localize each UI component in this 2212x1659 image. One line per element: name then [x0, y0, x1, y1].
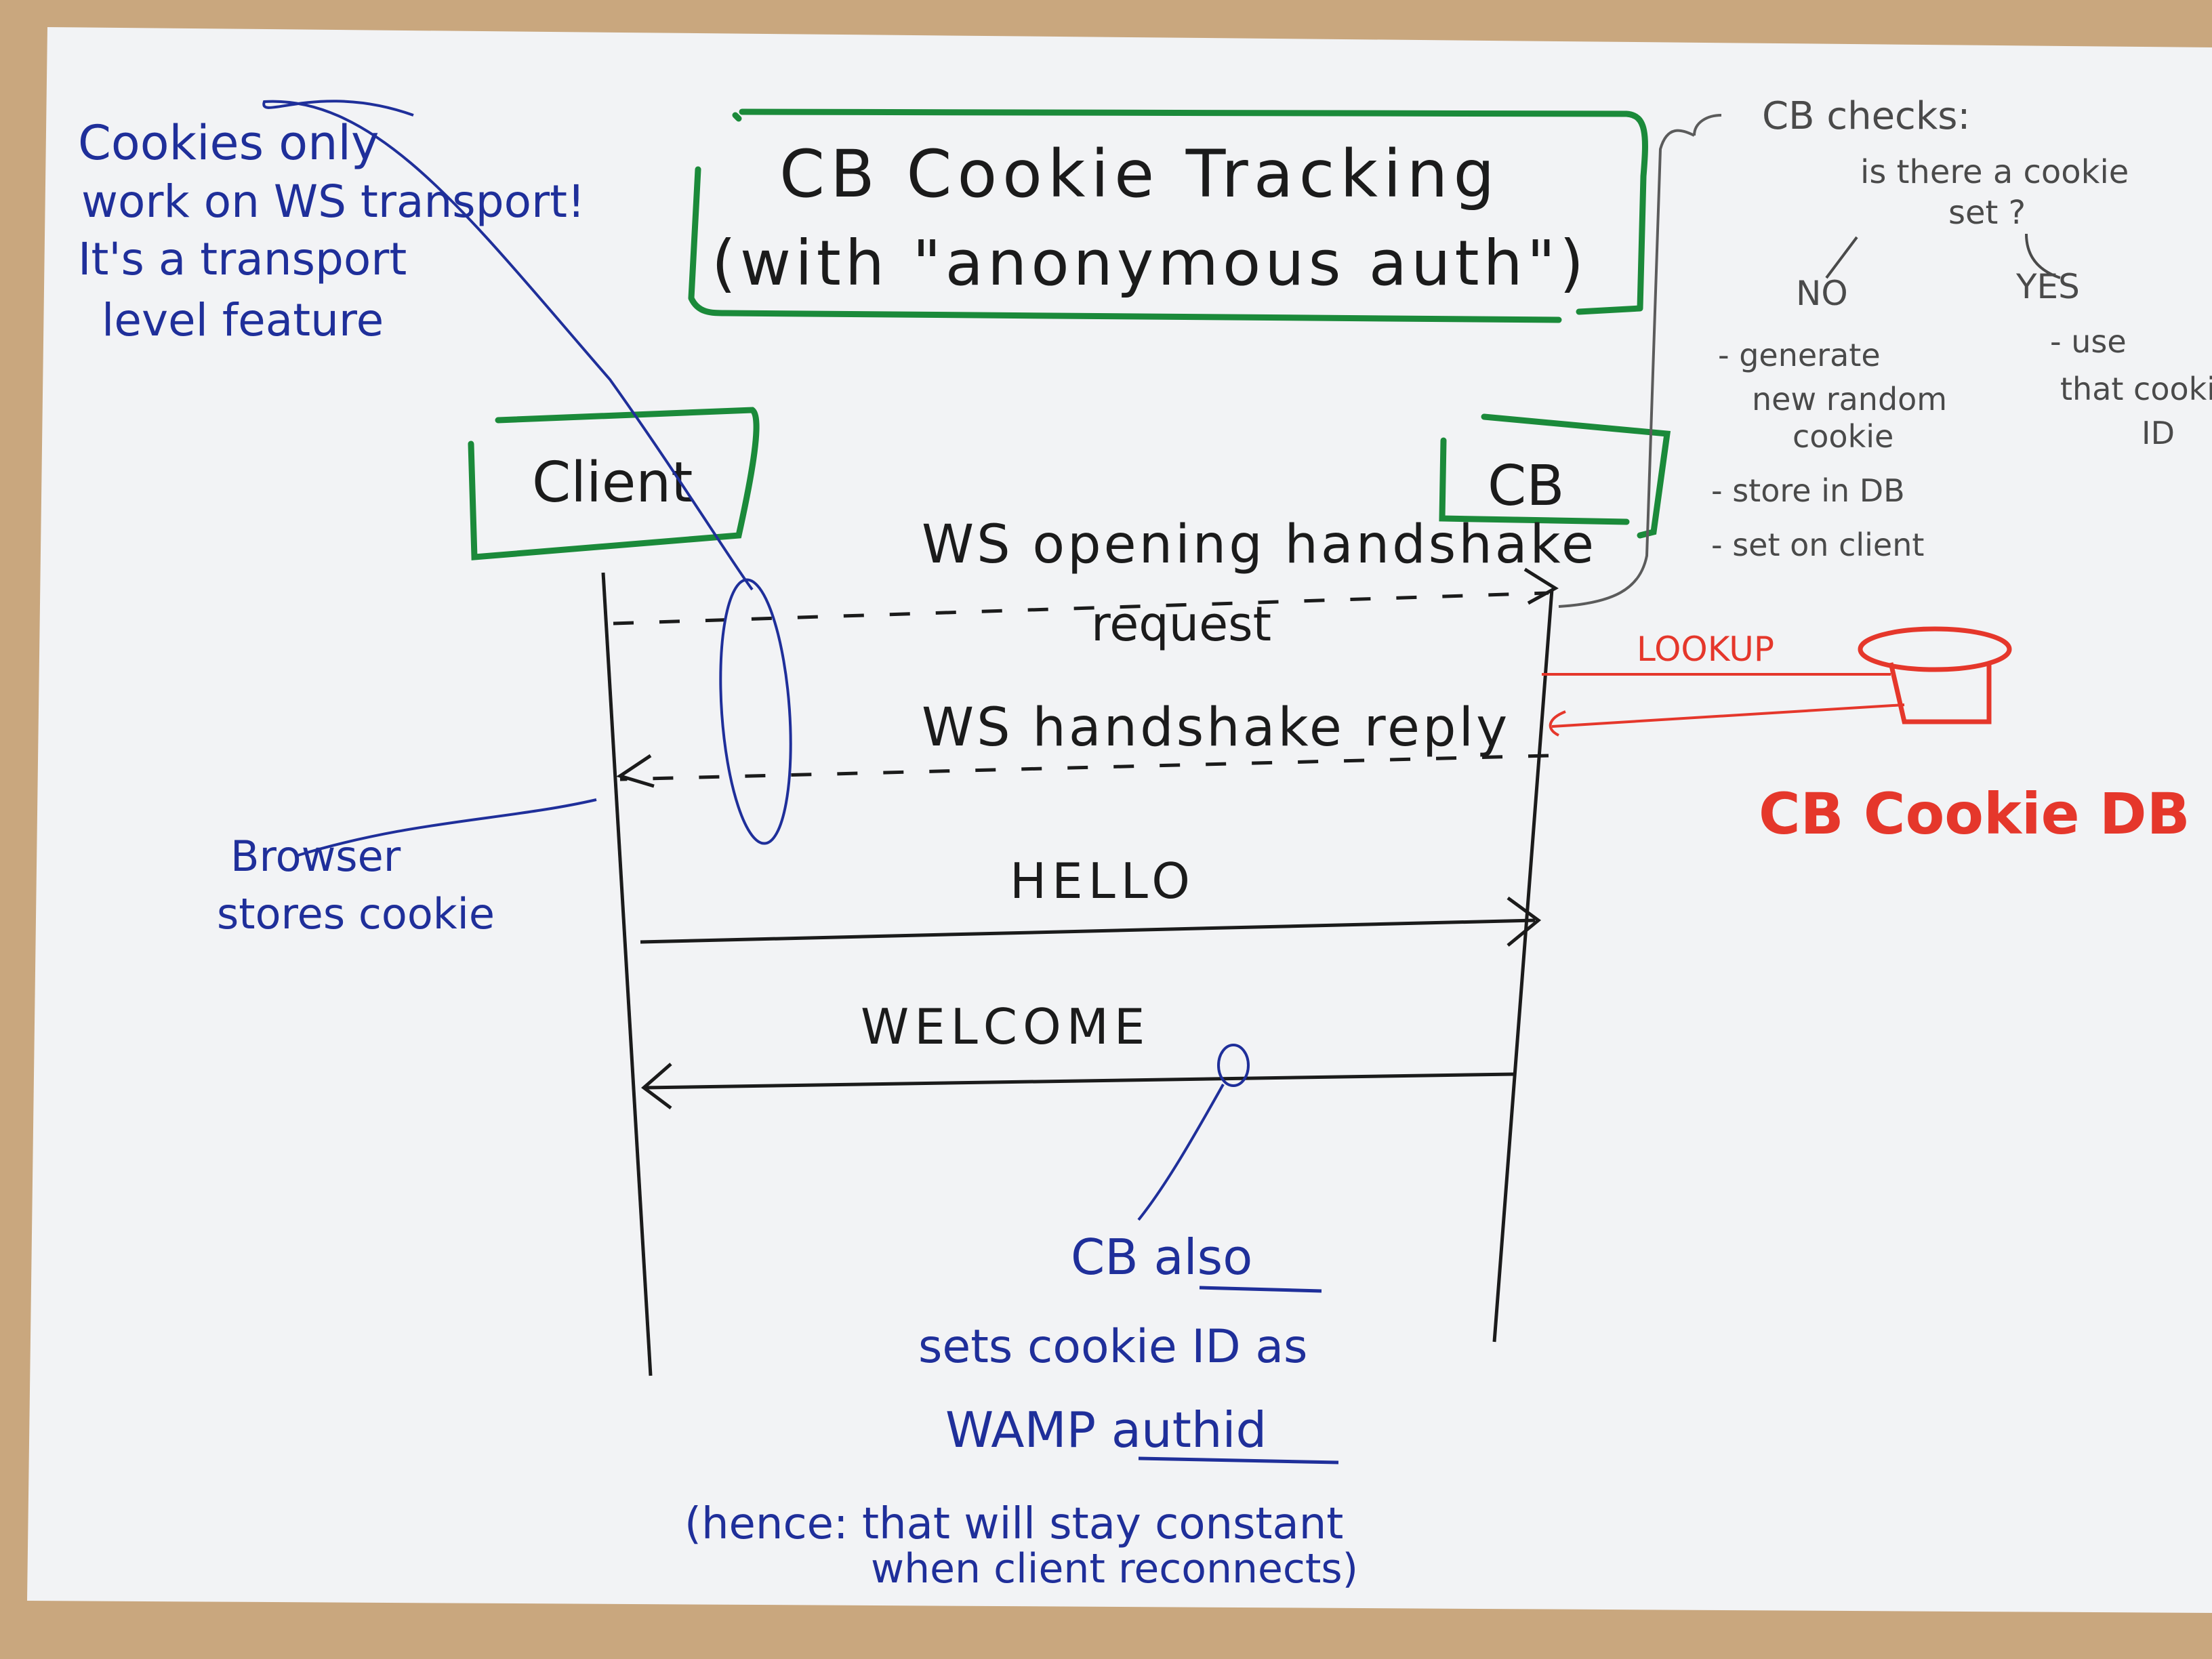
browser-note-pointer [298, 798, 597, 857]
authid-note-line-1: CB also [1071, 1229, 1252, 1286]
browser-note-line-2: stores cookie [217, 889, 495, 939]
ws-request-label-2: request [1091, 596, 1271, 652]
authid-note-anchor [1217, 1044, 1250, 1087]
ws-request-arrowhead [1523, 567, 1559, 605]
cb-checks-no-action-5: - set on client [1711, 527, 1924, 563]
cb-checks-brace [1558, 114, 1722, 608]
lifelines [601, 572, 1554, 1376]
ws-reply-label: WS handshake reply [922, 697, 1510, 758]
title-line-2: (with "anonymous auth") [712, 227, 1588, 300]
authid-note-pointer [1137, 1084, 1225, 1221]
cb-checks-yes-action-1: - use [2050, 323, 2127, 360]
cb-checks-no-action-2: new random [1752, 381, 1947, 417]
lookup-label: LOOKUP [1637, 630, 1774, 669]
cb-checks-yes: YES [2015, 267, 2080, 306]
lookup-arrowhead [1549, 710, 1566, 737]
cb-checks-yes-action-3: ID [2142, 415, 2175, 451]
router-lifeline [1492, 589, 1554, 1343]
router-label: CB [1488, 454, 1565, 518]
welcome-arrowhead [641, 1063, 672, 1109]
welcome-arrow [643, 1072, 1515, 1090]
hello-arrow [640, 918, 1536, 944]
paper-sheet [27, 27, 2212, 1613]
browser-note-line-1: Browser [230, 832, 401, 881]
client-box [468, 407, 760, 560]
ws-reply-arrow [619, 754, 1549, 781]
cb-checks-branch-no [1825, 236, 1858, 279]
hello-arrowhead [1507, 896, 1542, 947]
authid-note-line-3: WAMP authid [945, 1401, 1267, 1458]
cookie-db-cylinder [1858, 626, 2012, 724]
client-label: Client [532, 451, 693, 515]
authid-note-underline-authid [1138, 1456, 1339, 1465]
cb-checks-question-2: set ? [1948, 194, 2026, 232]
title-box [688, 108, 1648, 323]
cookie-db-label: CB Cookie DB [1759, 781, 2190, 847]
ws-request-label-1: WS opening handshake [922, 514, 1597, 575]
title-line-1: CB Cookie Tracking [779, 136, 1500, 212]
authid-note-line-2: sets cookie ID as [918, 1320, 1307, 1374]
cb-checks-no-action-3: cookie [1793, 418, 1893, 455]
transport-note-line-1: Cookies only [78, 115, 379, 171]
cb-checks-yes-action-2: that cookie [2060, 371, 2212, 407]
cb-checks-no-action-1: - generate [1718, 337, 1881, 373]
ws-request-arrow [613, 591, 1549, 626]
cb-checks-no-action-4: - store in DB [1711, 472, 1905, 509]
authid-note-underline-also [1199, 1286, 1322, 1293]
welcome-label: WELCOME [861, 998, 1150, 1055]
cb-checks-branch-yes [2025, 233, 2061, 279]
lookup-line-back [1551, 703, 1905, 728]
cb-checks-no: NO [1796, 274, 1848, 313]
client-lifeline [601, 572, 653, 1376]
transport-note-line-3: It's a transport [78, 233, 407, 285]
authid-note-line-4: (hence: that will stay constant [684, 1499, 1343, 1549]
transport-note-pointer [262, 100, 792, 845]
hello-label: HELLO [1010, 853, 1195, 909]
cb-checks-heading: CB checks: [1762, 94, 1970, 138]
authid-note-line-5: when client reconnects) [871, 1545, 1358, 1593]
cb-checks-question-1: is there a cookie [1860, 153, 2129, 191]
transport-note-line-4: level feature [102, 294, 384, 346]
transport-note-line-2: work on WS transport! [81, 176, 585, 228]
ws-reply-arrowhead [616, 754, 655, 788]
